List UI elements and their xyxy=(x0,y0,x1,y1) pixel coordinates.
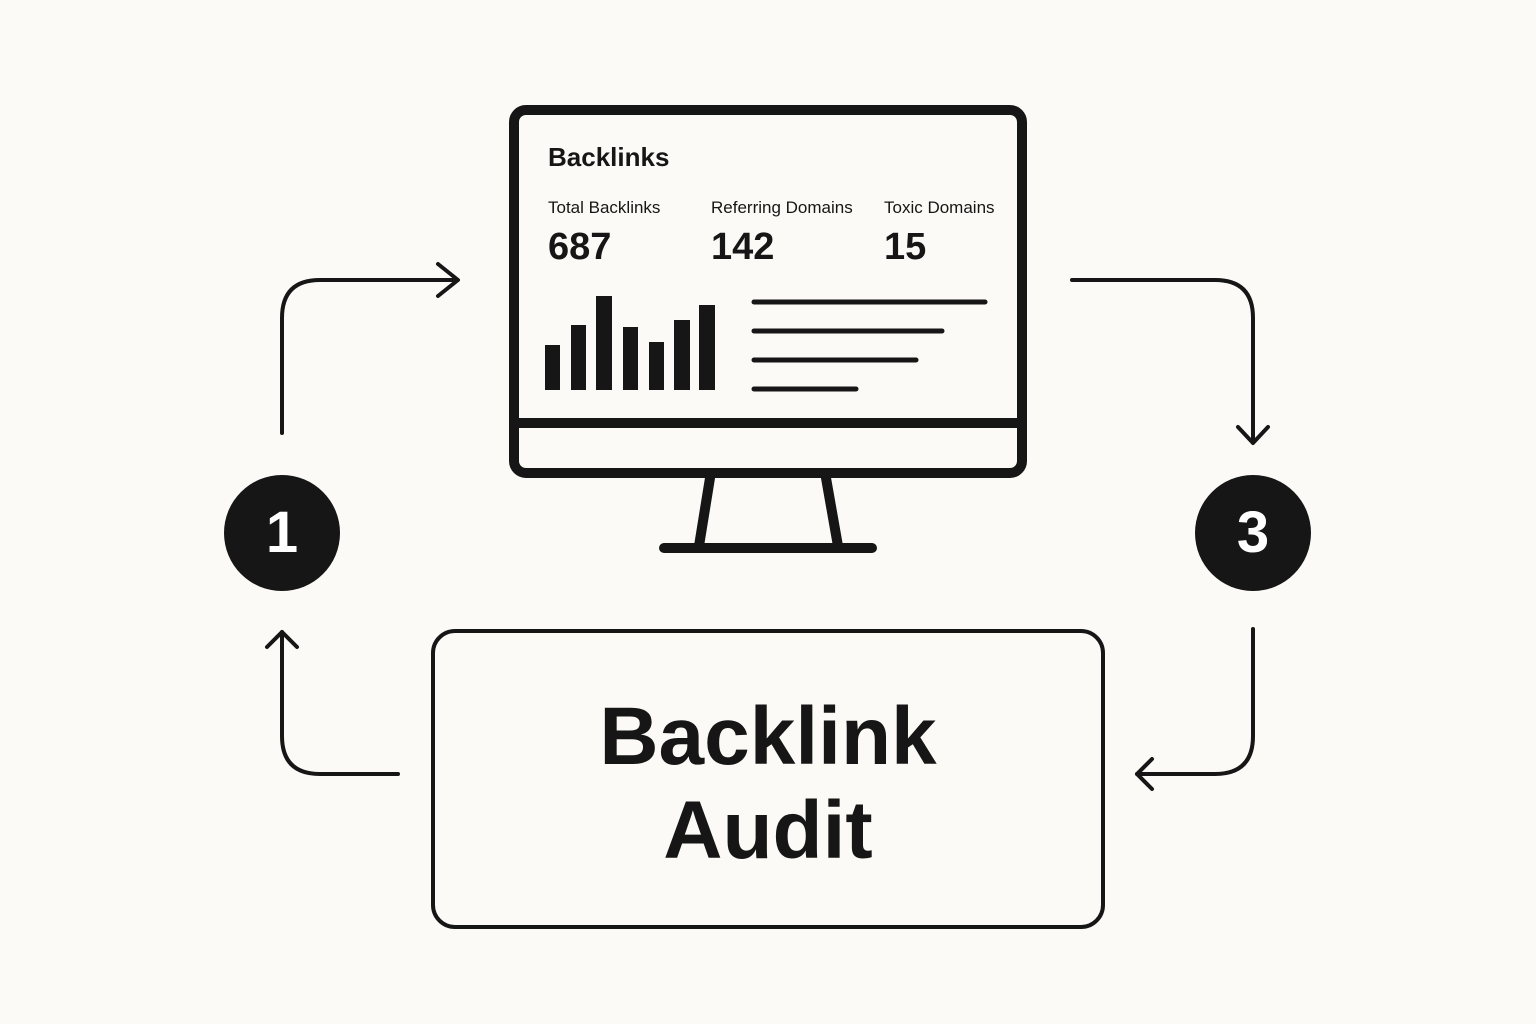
step-badge-1: 1 xyxy=(265,500,299,565)
connector-right-return-arrow xyxy=(1135,627,1255,791)
audit-title-line-2: Audit xyxy=(663,785,873,876)
audit-box xyxy=(431,629,1105,929)
connector-left-up-arrow xyxy=(280,262,460,435)
connector-path xyxy=(280,630,400,776)
metric-value-total-backlinks: 687 xyxy=(548,226,612,268)
dashboard-title: Backlinks xyxy=(548,142,670,172)
connector-path xyxy=(280,278,457,435)
chart-bar xyxy=(571,325,586,390)
chart-bar xyxy=(699,305,715,390)
dashboard-text-lines xyxy=(751,299,988,392)
chart-bar xyxy=(623,327,638,390)
arrow-left-icon xyxy=(1135,757,1154,791)
chart-bar xyxy=(545,345,560,390)
arrow-right-icon xyxy=(436,262,460,298)
metric-label-toxic-domains: Toxic Domains xyxy=(884,198,995,217)
arrow-up-icon xyxy=(265,630,299,649)
metric-label-referring-domains: Referring Domains xyxy=(711,198,853,217)
metric-value-referring-domains: 142 xyxy=(711,226,775,268)
monitor-icon xyxy=(509,105,1027,553)
arrow-down-icon xyxy=(1236,425,1270,445)
monitor-stand-right-leg xyxy=(821,473,843,551)
step-badge-1-circle xyxy=(224,475,340,591)
connector-path xyxy=(1070,278,1255,444)
chart-bar xyxy=(596,296,612,390)
metric-label-total-backlinks: Total Backlinks xyxy=(548,198,661,217)
chart-bar xyxy=(674,320,690,390)
metric-value-toxic-domains: 15 xyxy=(884,226,927,268)
monitor-stand-left-leg xyxy=(694,473,715,551)
connector-left-return-arrow xyxy=(265,630,400,776)
monitor-frame xyxy=(509,105,1027,478)
audit-title: Backlink Audit xyxy=(435,690,1101,878)
connector-path xyxy=(1135,627,1255,776)
connector-right-down-arrow xyxy=(1070,278,1270,445)
audit-title-line-1: Backlink xyxy=(599,691,937,782)
step-badge-3: 3 xyxy=(1236,500,1270,565)
chart-bar xyxy=(649,342,664,390)
dashboard-bar-chart xyxy=(545,296,715,390)
step-badge-3-circle xyxy=(1195,475,1311,591)
